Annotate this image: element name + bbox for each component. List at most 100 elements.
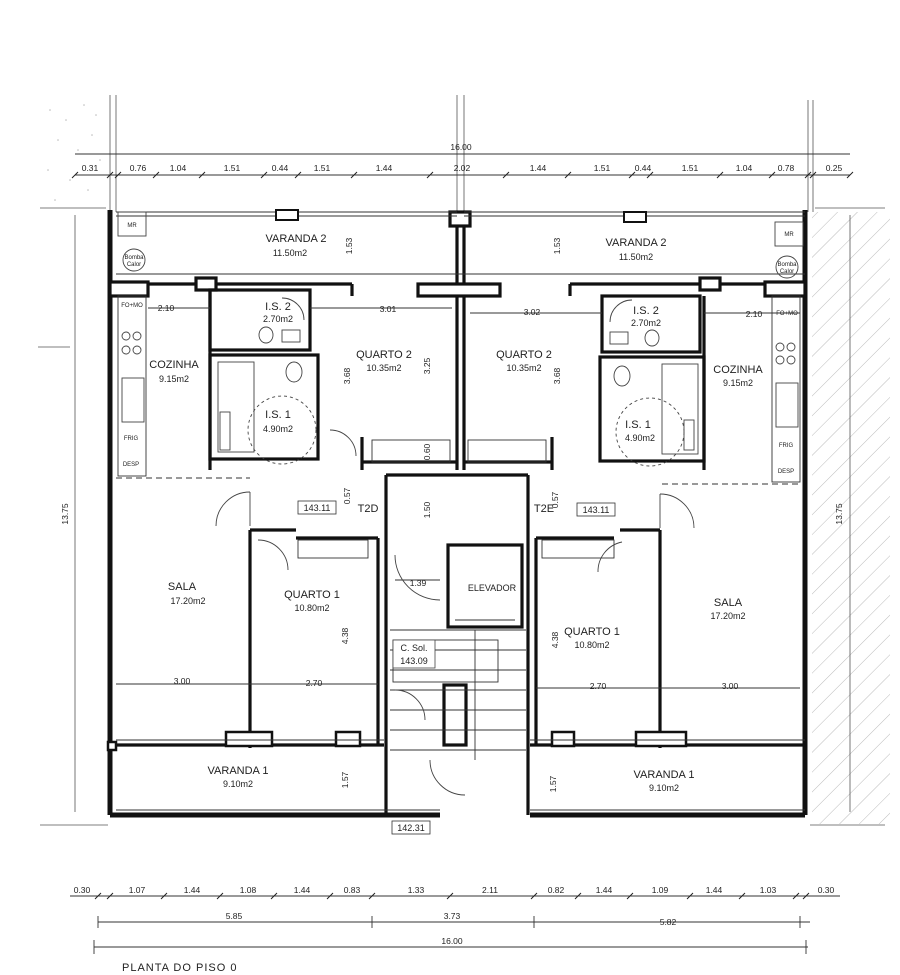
dim-bottom-5: 0.83 <box>344 885 361 895</box>
label-bomba-right: Bomba <box>777 262 797 268</box>
dim-tick-bottom-8 <box>530 892 538 900</box>
dim-tick-top-13 <box>716 171 724 179</box>
dim-top-4: 0.44 <box>272 163 289 173</box>
label-fomo-right: FO+MO <box>776 311 798 317</box>
bottom-dimension-lines <box>70 895 840 954</box>
dim-bottom-total: 16.00 <box>441 936 463 946</box>
room-is2-left: I.S. 2 <box>265 301 291 313</box>
room-is1-left: I.S. 1 <box>265 409 291 421</box>
dim-tick-top-1 <box>106 171 114 179</box>
area-sala-right: 17.20m2 <box>710 611 745 621</box>
level-csol: 143.09 <box>400 656 428 666</box>
fixture-labels: MR MR Bomba Calor Bomba Calor FO+MO FO+M… <box>121 223 798 475</box>
dim-bottom-mid-2: 3.73 <box>444 911 461 921</box>
dim-q2-h-left: 3.68 <box>342 367 352 384</box>
area-is2-left: 2.70m2 <box>263 314 293 324</box>
extension-lines <box>38 95 885 826</box>
dashed-lines <box>116 477 800 485</box>
dim-top-1: 0.76 <box>130 163 147 173</box>
dim-bottom-1: 1.07 <box>129 885 146 895</box>
dim-top-13: 0.78 <box>778 163 795 173</box>
room-is1-right: I.S. 1 <box>625 419 651 431</box>
area-is1-left: 4.90m2 <box>263 424 293 434</box>
dim-top-9: 1.51 <box>594 163 611 173</box>
unit-tag-right: T2E <box>534 503 554 515</box>
room-is2-right: I.S. 2 <box>633 305 659 317</box>
label-frig-left: FRIG <box>124 436 139 442</box>
dim-bottom-2: 1.44 <box>184 885 201 895</box>
dim-top-7: 2.02 <box>454 163 471 173</box>
room-varanda2-left: VARANDA 2 <box>266 233 327 245</box>
dim-bottom-3: 1.08 <box>240 885 257 895</box>
dim-bottom-11: 1.44 <box>706 885 723 895</box>
dotted-strip <box>47 104 101 201</box>
dim-top-14: 0.25 <box>826 163 843 173</box>
room-cozinha-left: COZINHA <box>149 359 199 371</box>
dim-q2-h-right: 3.68 <box>552 367 562 384</box>
room-labels: VARANDA 2 11.50m2 VARANDA 2 11.50m2 COZI… <box>149 233 763 835</box>
dim-v2-d-right: 1.53 <box>552 237 562 254</box>
dim-tick-bottom-3 <box>216 892 224 900</box>
area-varanda1-left: 9.10m2 <box>223 779 253 789</box>
area-cozinha-right: 9.15m2 <box>723 378 753 388</box>
dim-v2-d-left: 1.53 <box>344 237 354 254</box>
room-quarto1-left: QUARTO 1 <box>284 589 340 601</box>
dim-tick-bottom-5 <box>326 892 334 900</box>
dim-cozinha-w-left: 2.10 <box>158 303 175 313</box>
dim-top-total: 16.00 <box>450 142 472 152</box>
dim-v1-d-left: 1.57 <box>340 771 350 788</box>
dim-q2-w-left: 3.01 <box>380 304 397 314</box>
dim-bottom-4: 1.44 <box>294 885 311 895</box>
dim-tick-top-3 <box>152 171 160 179</box>
dim-tick-bottom-0 <box>94 892 102 900</box>
level-tag-right: 143.11 <box>583 505 610 515</box>
area-varanda2-left: 11.50m2 <box>273 248 307 258</box>
label-calor-left: Calor <box>127 262 141 268</box>
dim-corr-left: 0.57 <box>342 487 352 504</box>
dim-tick-bottom-1 <box>106 892 114 900</box>
interior-walls <box>108 210 807 815</box>
dim-corr-right: 0.57 <box>550 491 560 508</box>
area-quarto2-left: 10.35m2 <box>366 363 401 373</box>
dim-q2-w-right: 3.02 <box>524 307 541 317</box>
label-fomo-left: FO+MO <box>121 303 143 309</box>
dim-tick-top-0 <box>71 171 79 179</box>
dim-sala-w-right: 3.00 <box>722 681 739 691</box>
dim-tick-bottom-6 <box>368 892 376 900</box>
room-varanda1-left: VARANDA 1 <box>208 765 269 777</box>
area-is2-right: 2.70m2 <box>631 318 661 328</box>
wall-columns <box>106 730 688 752</box>
label-bomba-left: Bomba <box>124 255 144 261</box>
dim-tick-bottom-13 <box>792 892 800 900</box>
room-sala-left: SALA <box>168 581 197 593</box>
area-quarto1-left: 10.80m2 <box>294 603 329 613</box>
dim-tick-top-6 <box>294 171 302 179</box>
dim-v1-d-right: 1.57 <box>548 775 558 792</box>
dim-bottom-13: 0.30 <box>818 885 835 895</box>
dim-bottom-12: 1.03 <box>760 885 777 895</box>
dim-bottom-mid-3: 5.82 <box>660 917 677 927</box>
room-varanda1-right: VARANDA 1 <box>634 769 695 781</box>
dim-tick-top-10 <box>564 171 572 179</box>
dim-top-5: 1.51 <box>314 163 331 173</box>
dim-top-2: 1.04 <box>170 163 187 173</box>
sanitary-fixtures <box>117 209 804 455</box>
dim-tick-top-15 <box>804 171 812 179</box>
level-tag-bottom: 142.31 <box>397 823 425 833</box>
neighbor-hatch <box>812 212 890 824</box>
dim-tick-top-12 <box>646 171 654 179</box>
room-quarto2-right: QUARTO 2 <box>496 349 552 361</box>
room-csol: C. Sol. <box>400 643 427 653</box>
room-quarto1-right: QUARTO 1 <box>564 626 620 638</box>
room-varanda2-right: VARANDA 2 <box>606 237 667 249</box>
dim-top-0: 0.31 <box>82 163 99 173</box>
dim-bottom-8: 0.82 <box>548 885 565 895</box>
interior-dimensions: 2.10 2.10 3.01 3.02 1.53 1.53 3.68 3.25 … <box>158 237 763 792</box>
dim-q1-w-right: 2.70 <box>590 681 607 691</box>
room-elevador: ELEVADOR <box>468 583 517 593</box>
dim-side-right: 13.75 <box>834 503 844 525</box>
dim-tick-top-4 <box>198 171 206 179</box>
